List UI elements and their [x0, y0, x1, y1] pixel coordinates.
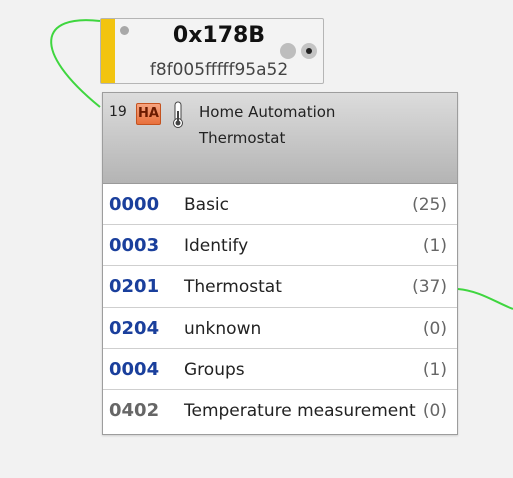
cluster-row-temperature-measurement[interactable]: 0402 Temperature measurement (0): [103, 389, 457, 432]
profile-name: Home Automation: [199, 103, 336, 121]
endpoint-card[interactable]: 19 HA Home Automation Thermostat 0000 Ba…: [102, 92, 458, 435]
cluster-name: unknown: [184, 318, 262, 339]
node-status-stripe: [101, 19, 115, 83]
cluster-row-thermostat[interactable]: 0201 Thermostat (37): [103, 266, 457, 308]
cluster-name: Groups: [184, 359, 245, 380]
cluster-attribute-count: (25): [412, 195, 447, 215]
node-extended-address: f8f005fffff95a52: [149, 60, 289, 80]
link-line-right: [457, 288, 513, 310]
cluster-attribute-count: (1): [422, 359, 447, 380]
cluster-name: Basic: [184, 195, 230, 215]
cluster-id: 0201: [109, 276, 160, 298]
cluster-attribute-count: (1): [422, 236, 447, 257]
link-line-left: [50, 19, 101, 108]
cluster-id: 0003: [109, 235, 160, 257]
cluster-id: 0402: [109, 399, 160, 421]
profile-badge: HA: [136, 103, 161, 125]
cluster-id: 0204: [109, 317, 160, 339]
cluster-attribute-count: (0): [422, 400, 447, 421]
cluster-row-groups[interactable]: 0004 Groups (1): [103, 348, 457, 390]
cluster-attribute-count: (0): [422, 318, 447, 339]
node-network-address: 0x178B: [172, 23, 266, 48]
cluster-list: 0000 Basic (25) 0003 Identify (1) 0201 T…: [103, 184, 457, 432]
cluster-id: 0000: [109, 194, 160, 215]
endpoint-number: 19: [109, 104, 127, 120]
node-input-socket[interactable]: [280, 43, 296, 59]
node-indicator-dot: [120, 26, 129, 35]
cluster-attribute-count: (37): [412, 277, 447, 298]
cluster-name: Identify: [184, 236, 249, 257]
cluster-name: Thermostat: [184, 277, 282, 298]
node-output-socket[interactable]: [301, 43, 317, 59]
cluster-row-basic[interactable]: 0000 Basic (25): [103, 184, 457, 226]
cluster-row-identify[interactable]: 0003 Identify (1): [103, 225, 457, 267]
device-name: Thermostat: [199, 129, 286, 147]
endpoint-header[interactable]: 19 HA Home Automation Thermostat: [103, 93, 457, 184]
cluster-name: Temperature measurement: [184, 400, 416, 421]
thermometer-icon: [173, 101, 183, 128]
node-address-box[interactable]: 0x178B f8f005fffff95a52: [100, 18, 324, 84]
cluster-id: 0004: [109, 358, 160, 380]
cluster-row-unknown[interactable]: 0204 unknown (0): [103, 307, 457, 349]
